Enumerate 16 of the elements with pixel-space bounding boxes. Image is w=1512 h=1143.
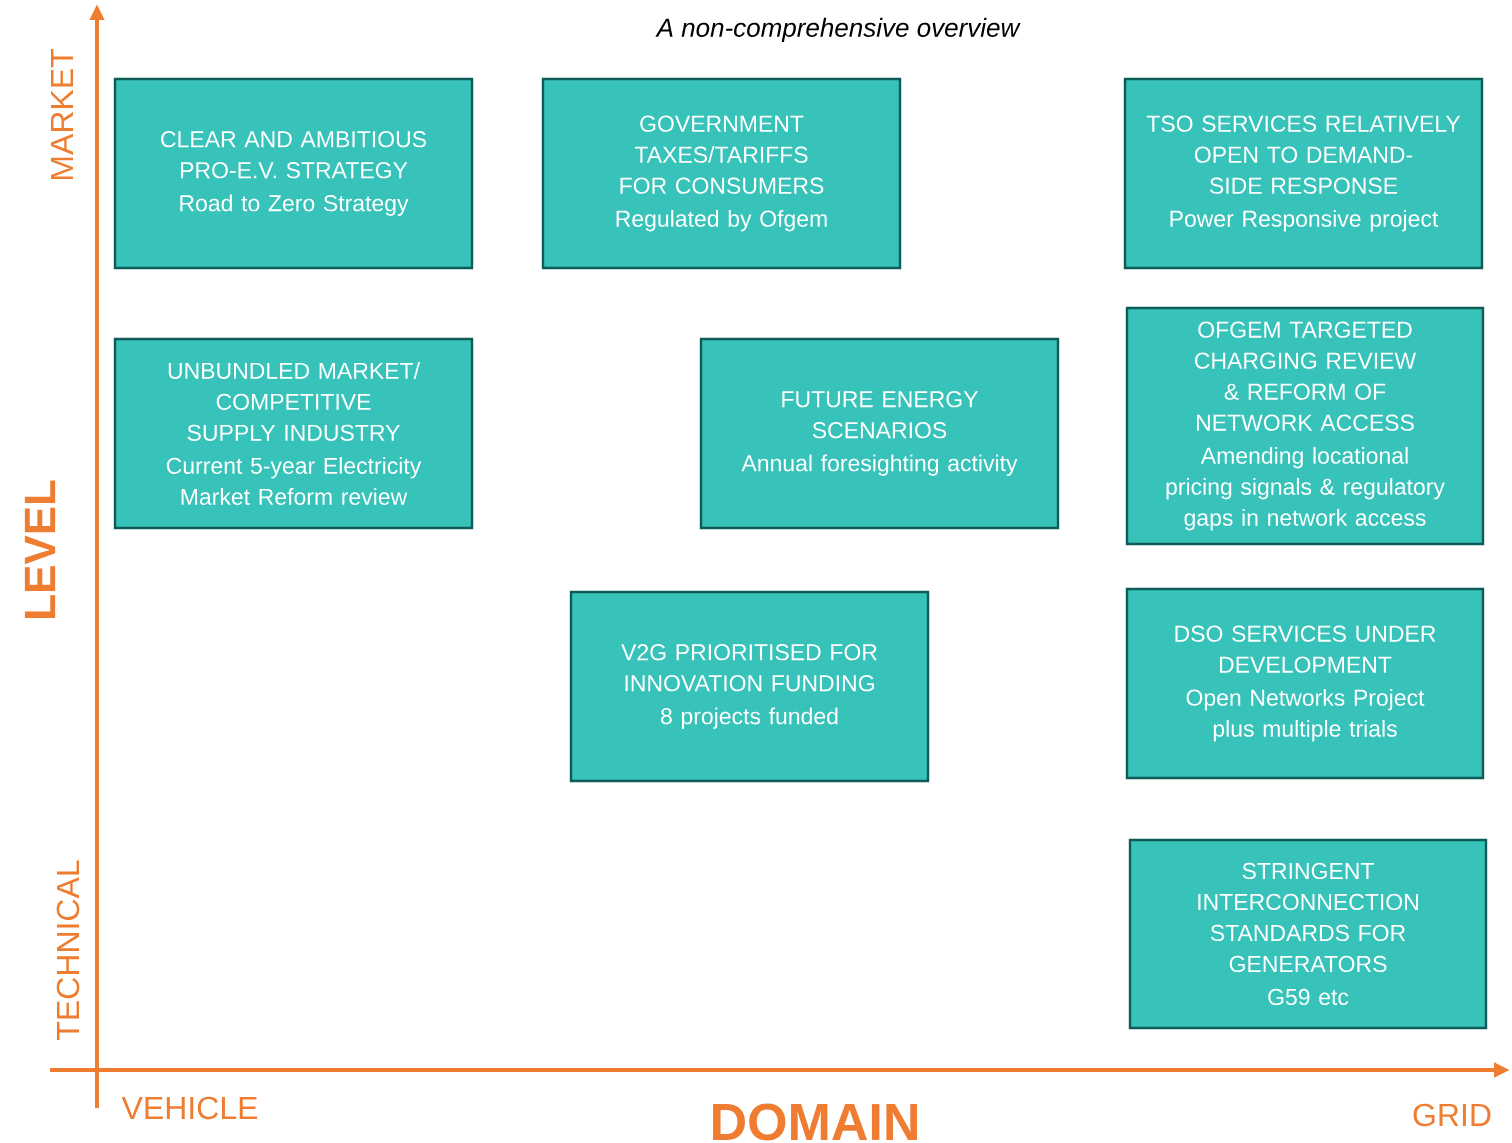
axis-title: LEVEL — [24, 480, 56, 618]
axis-label: TECHNICAL — [56, 860, 80, 1040]
text-box: TSO SERVICES RELATIVELY OPEN TO DEMAND-SIDE RESPONSE Power Responsive project — [1123, 77, 1484, 270]
text-box: STRINGENT INTERCONNECTION STANDARDS FOR GENERATORS G59 etc — [1128, 838, 1488, 1030]
text-box: FUTURE ENERGY SCENARIOS Annual foresighting activity — [699, 337, 1060, 530]
axis-label: MARKET — [51, 49, 73, 180]
text-box: UNBUNDLED MARKET/ COMPETITIVE SUPPLY INDUSTRY Current 5-year Electricity Market Reform review — [113, 337, 474, 530]
text-box: DSO SERVICES UNDER DEVELOPMENT Open Networks Project plus multiple trials — [1125, 587, 1485, 780]
subtitle: A non-comprehensive overview — [655, 17, 1021, 43]
axis-label: GRID — [1413, 1103, 1491, 1127]
text-box: CLEAR AND AMBITIOUS PRO-E.V. STRATEGY Road to Zero Strategy — [113, 77, 474, 270]
text-box: V2G PRIORITISED FOR INNOVATION FUNDING 8 projects funded — [569, 590, 930, 783]
axis-title: DOMAIN — [713, 1103, 917, 1141]
text-box: GOVERNMENT TAXES/TARIFFS FOR CONSUMERS Regulated by Ofgem — [541, 77, 902, 270]
axis-label: VEHICLE — [121, 1096, 258, 1120]
text-box: OFGEM TARGETED CHARGING REVIEW & REFORM OF NETWORK ACCESS Amending locational pricing signals & regulatory gaps in network access — [1125, 306, 1485, 546]
